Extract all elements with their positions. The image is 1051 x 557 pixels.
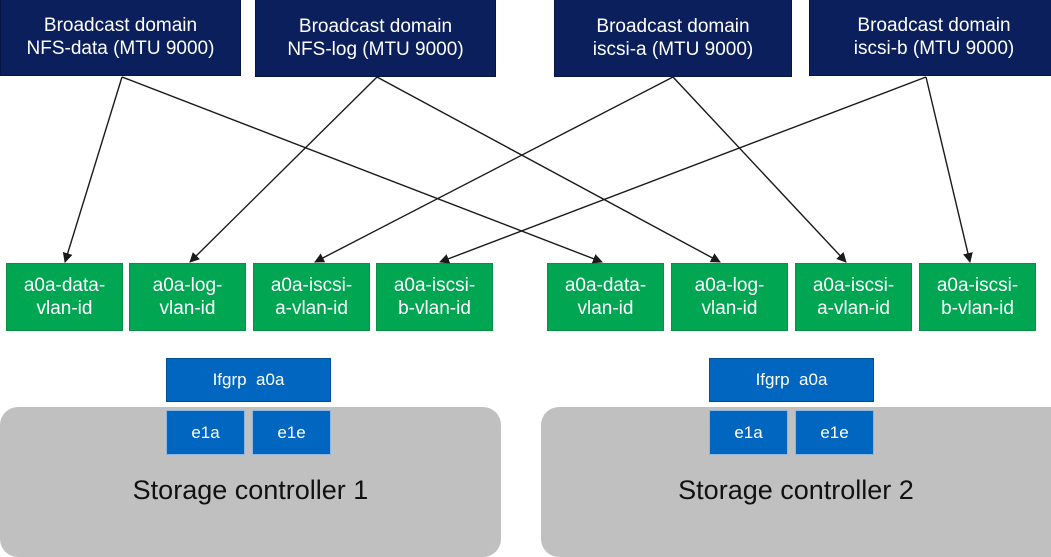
- vlan-label-line1: a0a-iscsi-: [812, 275, 895, 296]
- domain-title: Broadcast domain: [857, 15, 1011, 36]
- arrow-nfs-log-to-controller-1: [189, 76, 378, 263]
- vlan-label-line2: b-vlan-id: [941, 298, 1014, 319]
- domain-title: Broadcast domain: [298, 15, 453, 37]
- arrow-iscsi-a-to-controller-2: [672, 76, 847, 263]
- broadcast-domain-nfs-data: Broadcast domain NFS-data (MTU 9000): [0, 0, 241, 76]
- port-e1a-controller-2: e1a: [709, 410, 788, 455]
- ifgrp-a0a-controller-1: Ifgrp a0a: [166, 358, 331, 402]
- vlan-data-controller-1: a0a-data- vlan-id: [6, 263, 123, 331]
- vlan-log-controller-1: a0a-log- vlan-id: [129, 263, 246, 331]
- vlan-label-line2: vlan-id: [577, 298, 634, 319]
- vlan-label-line1: a0a-log-: [152, 275, 223, 296]
- storage-controller-1-label: Storage controller 1: [132, 475, 369, 505]
- connection-arrows: [62, 76, 973, 264]
- arrow-iscsi-a-to-controller-1: [314, 76, 674, 263]
- vlan-label-line1: a0a-iscsi-: [936, 275, 1019, 296]
- vlan-label-line1: a0a-data-: [23, 275, 106, 296]
- domain-name: iscsi-a (MTU 9000): [592, 38, 754, 60]
- domain-title: Broadcast domain: [43, 15, 198, 36]
- storage-controller-1: Storage controller 1: [0, 407, 501, 557]
- vlan-label-line2: b-vlan-id: [398, 298, 471, 319]
- domain-title: Broadcast domain: [596, 15, 750, 37]
- vlan-label-line2: vlan-id: [701, 298, 758, 319]
- domain-name: iscsi-b (MTU 9000): [853, 38, 1015, 59]
- vlan-label-line1: a0a-iscsi-: [270, 275, 353, 296]
- vlan-iscsi-b-controller-2: a0a-iscsi- b-vlan-id: [919, 263, 1036, 331]
- vlan-iscsi-b-controller-1: a0a-iscsi- b-vlan-id: [376, 263, 493, 331]
- arrow-iscsi-b-to-controller-1: [439, 76, 927, 264]
- arrow-nfs-log-to-controller-2: [376, 76, 721, 263]
- port-e1a-controller-1: e1a: [166, 410, 245, 455]
- vlan-label-line1: a0a-data-: [564, 275, 647, 296]
- vlan-label-line2: a-vlan-id: [275, 298, 348, 319]
- vlan-iscsi-a-controller-2: a0a-iscsi- a-vlan-id: [795, 263, 912, 331]
- storage-controller-2: Storage controller 2: [541, 407, 1051, 557]
- vlan-label-line1: a0a-log-: [694, 275, 765, 296]
- broadcast-domain-nfs-log: Broadcast domain NFS-log (MTU 9000): [255, 0, 496, 77]
- vlan-data-controller-2: a0a-data- vlan-id: [547, 263, 664, 331]
- vlan-label-line1: a0a-iscsi-: [393, 275, 476, 296]
- storage-controller-2-label: Storage controller 2: [678, 475, 914, 505]
- arrow-iscsi-b-to-controller-2: [925, 76, 973, 263]
- domain-name: NFS-data (MTU 9000): [26, 38, 215, 59]
- port-e1e-controller-2: e1e: [795, 410, 874, 455]
- vlan-label-line2: vlan-id: [36, 298, 93, 319]
- port-e1e-controller-1: e1e: [252, 410, 331, 455]
- vlan-label-line2: a-vlan-id: [817, 298, 890, 319]
- vlan-log-controller-2: a0a-log- vlan-id: [671, 263, 788, 331]
- arrow-nfs-data-to-controller-2: [121, 76, 603, 264]
- broadcast-domain-iscsi-b: Broadcast domain iscsi-b (MTU 9000): [809, 0, 1051, 76]
- arrow-nfs-data-to-controller-1: [62, 76, 123, 263]
- ifgrp-a0a-controller-2: Ifgrp a0a: [709, 358, 874, 402]
- vlan-iscsi-a-controller-1: a0a-iscsi- a-vlan-id: [253, 263, 370, 331]
- vlan-label-line2: vlan-id: [159, 298, 216, 319]
- broadcast-domain-iscsi-a: Broadcast domain iscsi-a (MTU 9000): [554, 0, 792, 77]
- domain-name: NFS-log (MTU 9000): [287, 38, 464, 60]
